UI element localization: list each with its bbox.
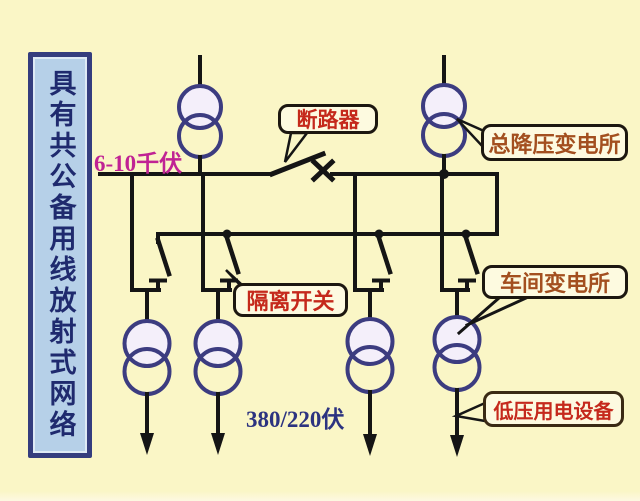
main-bus <box>98 172 499 236</box>
isolator-switch-icon <box>458 235 480 292</box>
workshop-callout-leader <box>456 295 502 336</box>
load-arrow-icon <box>450 435 464 457</box>
workshop-transformer-icon <box>432 288 482 439</box>
workshop-transformer-icon <box>345 288 395 438</box>
workshop-callout-leader <box>465 296 528 327</box>
isolator-switch-icon <box>220 235 241 292</box>
workshop-substation-callout-label: 车间变电所 <box>499 271 610 296</box>
junction-dot <box>374 229 384 239</box>
title-banner: 具有共公备用线放射式网络 <box>28 52 92 458</box>
main-transformer-right-icon <box>421 55 467 179</box>
low-voltage-label: 380/220伏 <box>246 407 345 432</box>
load-arrow-icon <box>211 433 225 455</box>
backup-line <box>156 232 499 244</box>
workshop-transformer-icon <box>193 288 243 438</box>
callout-leaders <box>225 117 528 423</box>
lv-equipment-callout-label: 低压用电设备 <box>493 400 614 423</box>
isolator-callout-label: 隔离开关 <box>246 289 335 314</box>
feeder-3 <box>345 172 395 456</box>
bus-voltage-label: 6-10千伏 <box>94 151 183 176</box>
junction-dot <box>222 229 232 239</box>
breaker-callout: 断路器 <box>278 104 378 134</box>
main-transformer-left-icon <box>177 55 223 176</box>
breaker-callout-tail <box>283 131 310 163</box>
lv-equipment-callout: 低压用电设备 <box>483 391 624 427</box>
feeder-2 <box>193 172 243 455</box>
title-banner-text: 具有共公备用线放射式网络 <box>45 69 76 441</box>
bottom-edge-fade <box>0 491 640 501</box>
main-substation-callout: 总降压变电所 <box>481 124 628 161</box>
isolator-callout: 隔离开关 <box>233 283 348 317</box>
load-arrow-icon <box>140 433 154 455</box>
load-arrow-icon <box>363 434 377 456</box>
lv-equipment-callout-tail <box>451 401 487 423</box>
isolator-switch-icon <box>372 235 393 292</box>
main-substation-callout-label: 总降压变电所 <box>488 131 621 157</box>
breaker-callout-label: 断路器 <box>296 108 360 132</box>
workshop-transformer-icon <box>122 288 172 438</box>
feeder-4 <box>432 172 482 457</box>
isolator-switch-icon <box>149 237 172 292</box>
workshop-substation-callout: 车间变电所 <box>482 265 628 299</box>
feeder-1 <box>122 172 172 455</box>
breaker-switch-icon <box>268 150 336 183</box>
junction-dot <box>461 229 471 239</box>
